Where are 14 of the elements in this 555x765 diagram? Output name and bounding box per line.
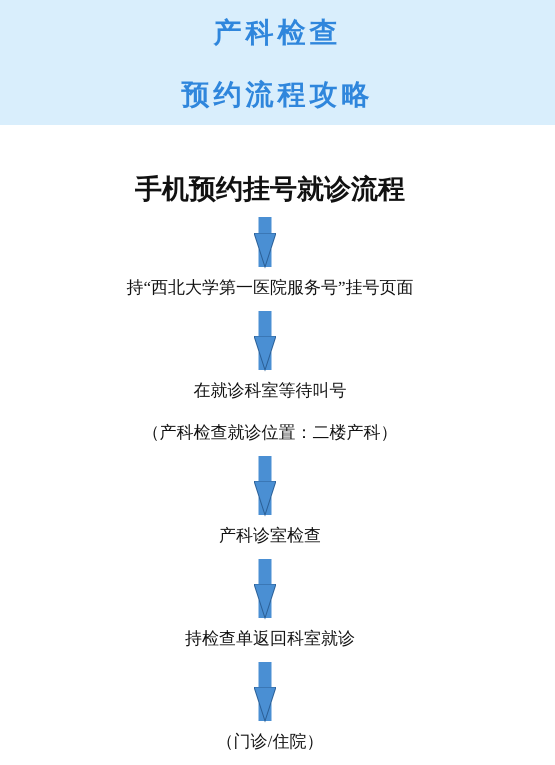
- step-text: 持检查单返回科室就诊: [185, 628, 355, 650]
- down-arrow: [254, 662, 276, 722]
- subtitle: 预约流程攻略: [180, 77, 374, 113]
- step-text: （产科检查就诊位置：二楼产科）: [142, 422, 398, 444]
- flow-heading: 手机预约挂号就诊流程: [135, 173, 405, 206]
- step-text: 产科诊室检查: [219, 525, 321, 547]
- title: 产科检查: [212, 15, 342, 51]
- down-arrow: [254, 559, 276, 618]
- step-text: 在就诊科室等待叫号: [194, 380, 346, 402]
- step-text: （门诊/住院）: [216, 731, 324, 753]
- step-text: 持“西北大学第一医院服务号”挂号页面: [126, 277, 414, 299]
- down-arrow: [254, 311, 276, 370]
- down-arrow: [254, 456, 276, 516]
- down-arrow: [254, 217, 276, 268]
